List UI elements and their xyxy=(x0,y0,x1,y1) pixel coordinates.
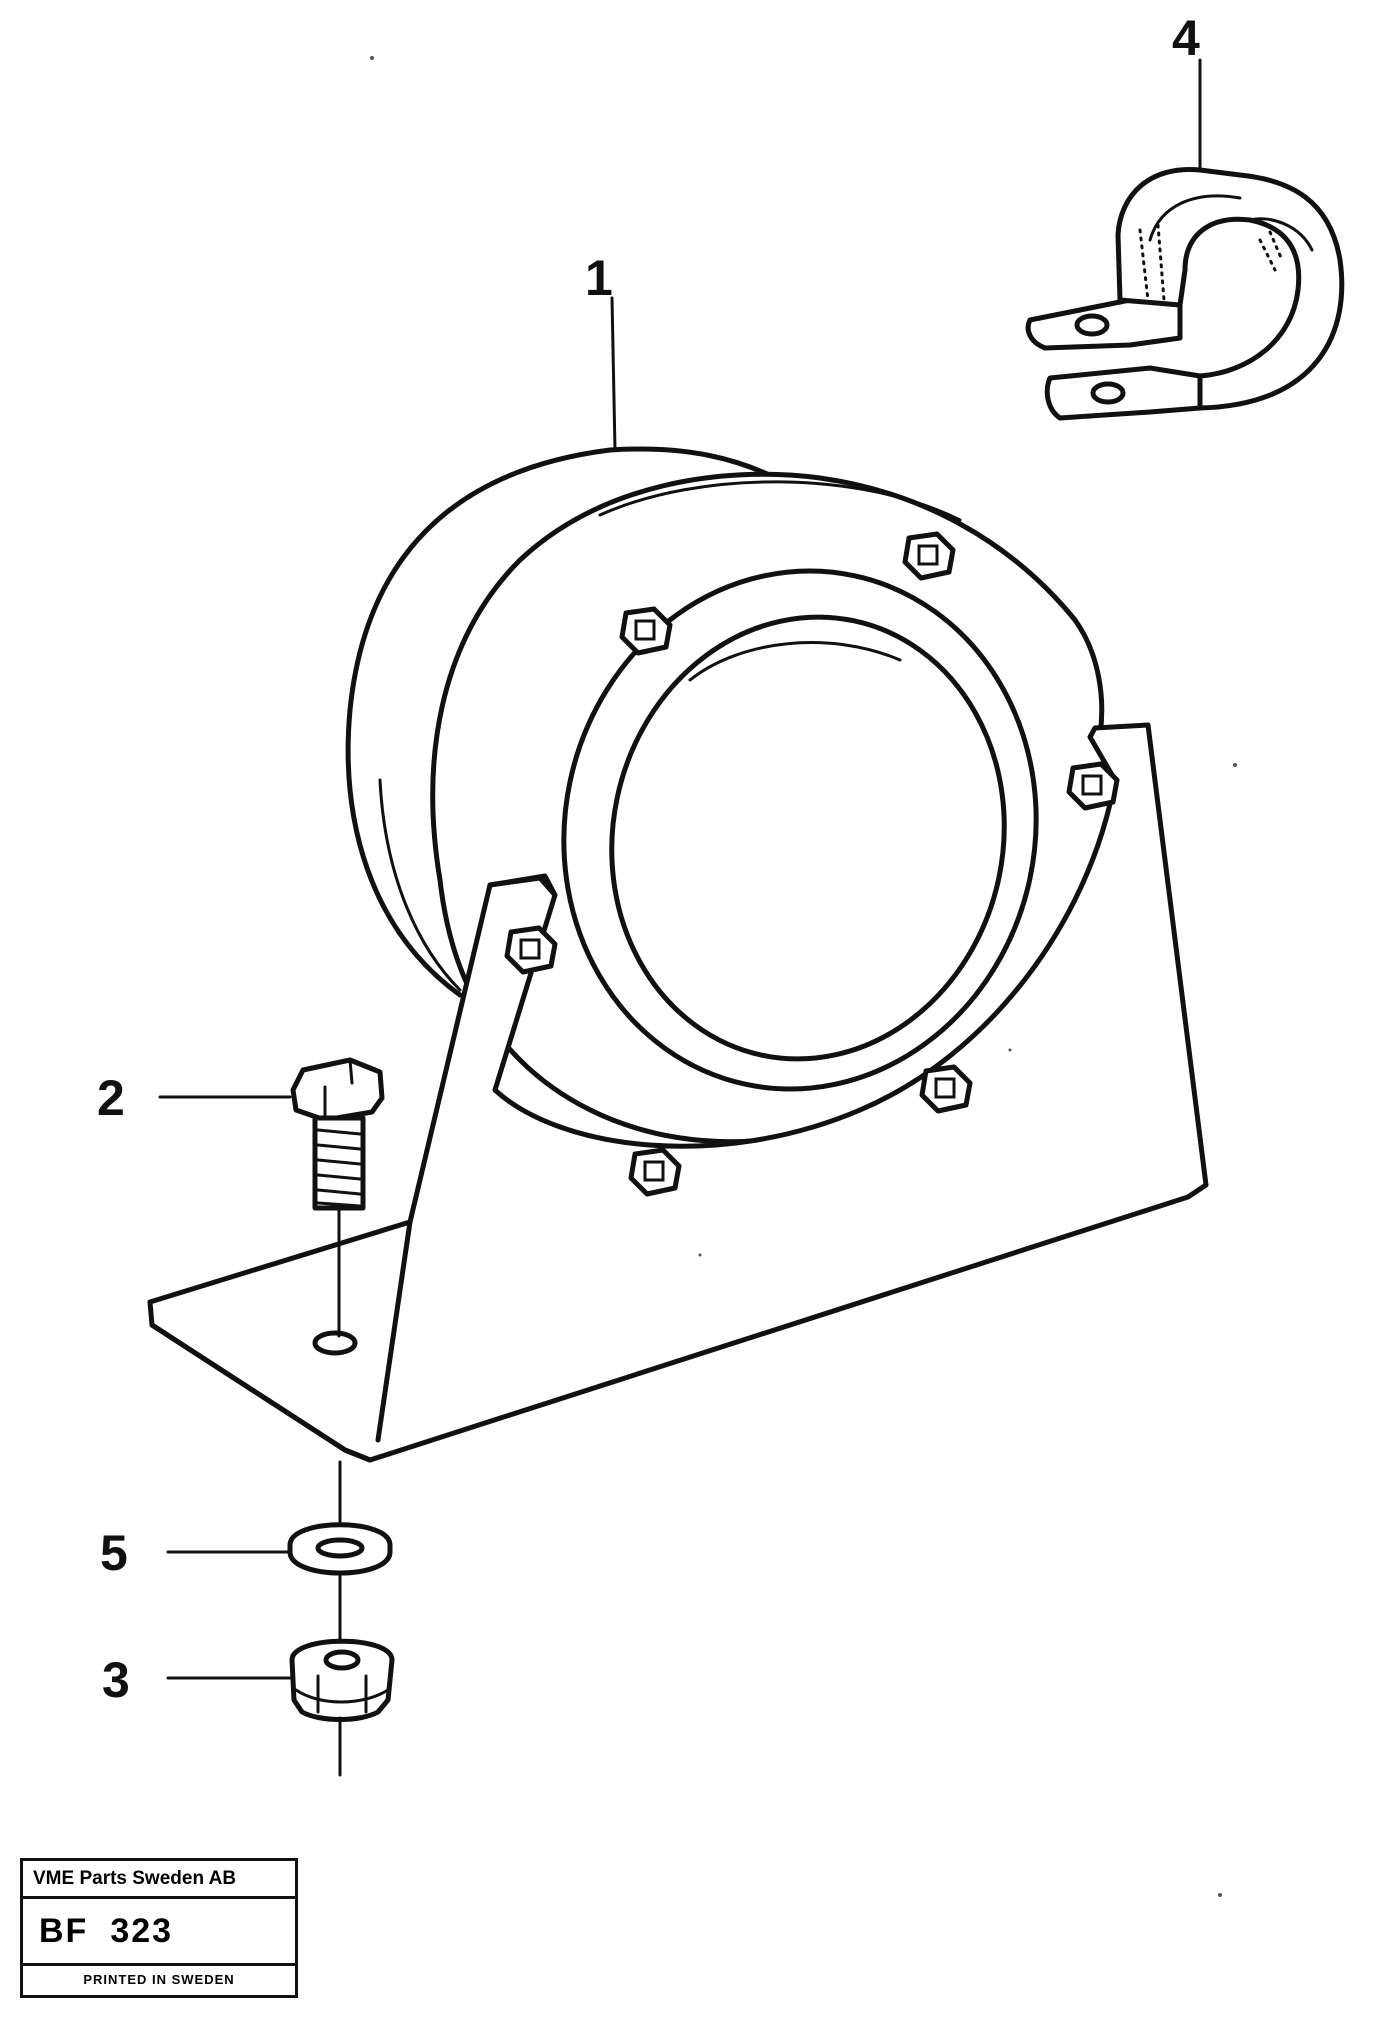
callout-3: 3 xyxy=(102,1652,130,1708)
support-bearing xyxy=(147,446,1209,1463)
leader-1 xyxy=(610,296,617,452)
title-block-company: VME Parts Sweden AB xyxy=(23,1861,295,1899)
bearing-bore-highlight xyxy=(688,641,902,682)
bracket-front-edge xyxy=(149,1322,373,1463)
clamp-lower-hole xyxy=(1090,381,1126,405)
base-bolt-hole xyxy=(312,1330,358,1356)
clamp-upper-tab xyxy=(1025,297,1183,351)
housing-bolt-heads xyxy=(504,531,1120,1197)
bracket-tab-left xyxy=(487,875,558,898)
title-block: VME Parts Sweden AB BF 323 PRINTED IN SWE… xyxy=(20,1858,298,1998)
bracket-fold-line xyxy=(375,1219,413,1443)
bearing-housing-seam xyxy=(598,480,962,522)
bolt-thread xyxy=(316,1128,362,1208)
callout-5: 5 xyxy=(100,1525,128,1581)
scan-specks xyxy=(370,56,1237,1897)
bearing-rubber-edge xyxy=(378,778,462,992)
bearing-rubber-back xyxy=(345,446,783,998)
rubber-clamp xyxy=(1025,166,1345,421)
bolt-head-flat xyxy=(323,1058,354,1120)
bearing-inner-bore xyxy=(609,614,1007,1062)
bolt-head xyxy=(290,1057,385,1123)
title-block-printed: PRINTED IN SWEDEN xyxy=(23,1963,295,1995)
washer-hole xyxy=(315,1537,365,1559)
callout-numbers: 1 2 3 4 5 xyxy=(97,10,1200,1708)
title-block-code-prefix: BF xyxy=(39,1912,89,1950)
title-block-code: BF 323 xyxy=(23,1899,295,1963)
clamp-rubber-texture xyxy=(1138,223,1284,302)
washer xyxy=(287,1460,393,1576)
nut-bore xyxy=(323,1649,361,1671)
callout-4: 4 xyxy=(1172,10,1200,66)
callout-2: 2 xyxy=(97,1070,125,1126)
callout-1: 1 xyxy=(585,250,613,306)
title-block-code-number: 323 xyxy=(110,1912,174,1950)
hex-bolt xyxy=(290,1057,385,1338)
leader-lines xyxy=(158,58,1202,1680)
washer-body xyxy=(287,1522,393,1576)
nut-flange xyxy=(294,1688,390,1704)
nut-faces xyxy=(316,1674,368,1714)
clamp-upper-hole xyxy=(1074,313,1110,337)
bearing-inner-face xyxy=(561,568,1039,1092)
clamp-rubber-inner xyxy=(1148,194,1314,252)
clamp-loop xyxy=(1115,166,1345,411)
flange-nut xyxy=(289,1573,395,1777)
